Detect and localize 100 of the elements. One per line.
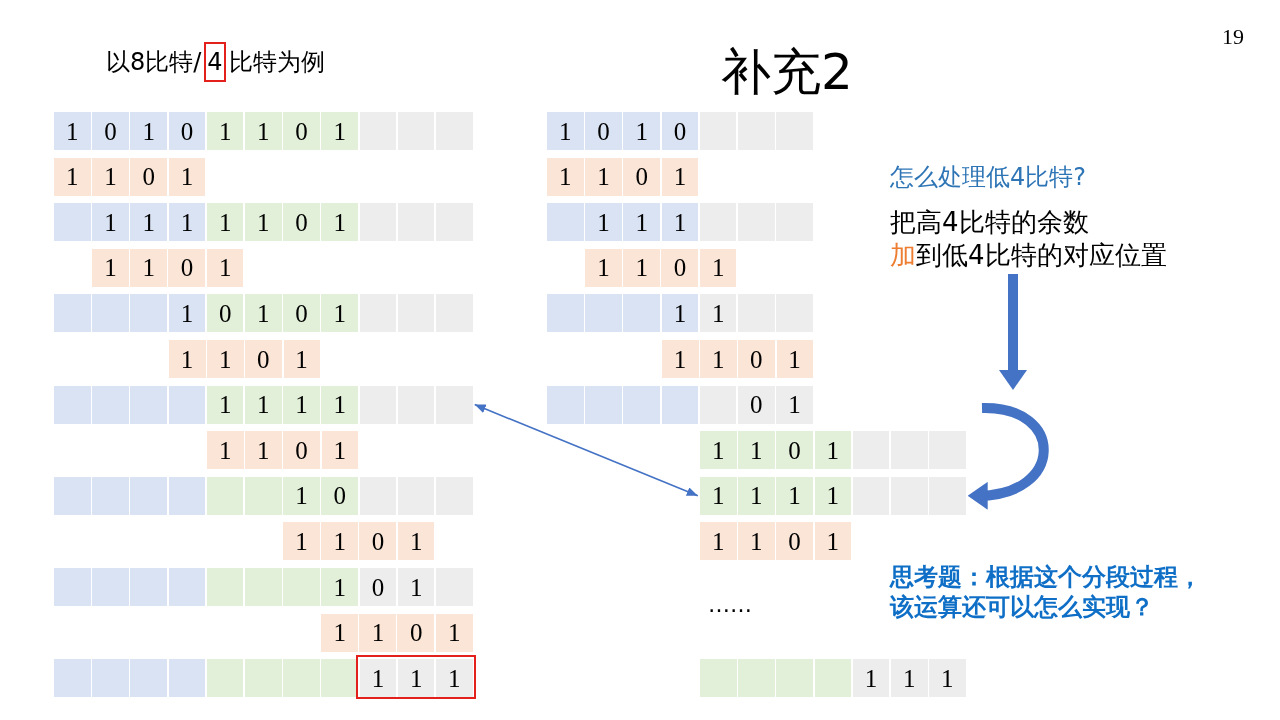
- bit-digit: 1: [295, 392, 308, 418]
- bit-digit: 1: [333, 118, 346, 144]
- bit-digit: 1: [180, 300, 194, 326]
- bit-digit: 1: [559, 164, 572, 190]
- bit-digit: 1: [218, 209, 232, 235]
- bit-row: [206, 431, 359, 470]
- question-text: 思考题：根据这个分段过程，该运算还可以怎么实现？: [890, 562, 1203, 622]
- bit-digit: 1: [864, 665, 878, 691]
- bit-digit: 1: [257, 209, 270, 235]
- bit-row: [321, 613, 473, 652]
- bit-digit: 1: [673, 164, 687, 190]
- bit-digit: 1: [902, 665, 916, 691]
- bit-digit: 0: [180, 118, 194, 144]
- bit-digit: 1: [711, 483, 725, 509]
- bit-digit: 1: [295, 483, 308, 509]
- bit-digit: 1: [409, 665, 423, 691]
- bit-row: [54, 476, 473, 515]
- bit-digit: 1: [333, 209, 346, 235]
- bit-digit: 1: [826, 483, 839, 509]
- bit-digit: 1: [66, 118, 79, 144]
- bit-row: [54, 294, 473, 333]
- bit-digit: 1: [180, 164, 194, 190]
- bit-digit: 0: [673, 255, 687, 281]
- bit-digit: 1: [711, 346, 725, 372]
- bit-digit: 0: [371, 574, 385, 600]
- note-text: 把高4比特的余数加到低4比特的对应位置: [890, 206, 1167, 272]
- bit-row: [54, 112, 473, 150]
- bit-digit: 1: [788, 392, 801, 418]
- bit-digit: 1: [333, 620, 346, 646]
- double-headed-arrow: [473, 403, 699, 497]
- bit-row: [661, 340, 813, 378]
- slide-title: 补充2: [721, 42, 853, 103]
- bit-digit: 0: [635, 164, 648, 190]
- bit-digit: 1: [750, 528, 763, 554]
- bit-digit: 1: [597, 255, 610, 281]
- bit-digit: 0: [788, 437, 801, 463]
- bit-digit: 1: [788, 483, 801, 509]
- bit-digit: 0: [295, 300, 308, 326]
- bit-digit: 1: [597, 164, 610, 190]
- bit-digit: 1: [371, 665, 385, 691]
- bit-row: [54, 568, 473, 606]
- bit-digit: 0: [750, 346, 763, 372]
- bit-row: [54, 157, 206, 196]
- bit-row: [547, 112, 813, 150]
- bit-digit: 1: [941, 665, 954, 691]
- bit-digit: 1: [750, 483, 763, 509]
- bit-row: [699, 522, 852, 561]
- bit-digit: 1: [788, 346, 801, 372]
- bit-digit: 0: [371, 528, 385, 554]
- bit-row: [585, 248, 737, 287]
- bit-digit: 1: [448, 665, 461, 691]
- bit-digit: 1: [180, 346, 194, 372]
- bit-row: [283, 522, 435, 561]
- bit-digit: 1: [104, 164, 117, 190]
- bit-digit: 1: [371, 620, 385, 646]
- bit-digit: 1: [333, 300, 346, 326]
- bit-digit: 0: [180, 255, 194, 281]
- bit-digit: 1: [142, 118, 155, 144]
- bit-digit: 1: [218, 346, 232, 372]
- bit-row: [699, 431, 966, 470]
- bit-digit: 1: [750, 437, 763, 463]
- bit-row: [54, 385, 473, 424]
- bit-digit: 1: [635, 255, 648, 281]
- down-arrow: [999, 274, 1027, 390]
- bit-digit: 1: [295, 346, 308, 372]
- bit-digit: 0: [409, 620, 423, 646]
- bit-digit: 1: [218, 255, 232, 281]
- curved-arrow: [967, 403, 1049, 509]
- bit-digit: 0: [104, 118, 117, 144]
- bit-digit: 0: [597, 118, 610, 144]
- bit-digit: 0: [333, 483, 346, 509]
- bit-digit: 1: [826, 528, 839, 554]
- bit-digit: 1: [295, 528, 308, 554]
- bit-digit: 1: [333, 392, 346, 418]
- bit-digit: 0: [788, 528, 801, 554]
- bit-row: [168, 340, 320, 378]
- bit-digit: 1: [673, 346, 687, 372]
- bit-digit: 1: [711, 300, 725, 326]
- bit-digit: 1: [218, 118, 232, 144]
- bit-digit: 0: [295, 209, 308, 235]
- question-text: 怎么处理低4比特?: [890, 162, 1086, 193]
- bit-digit: 0: [142, 164, 155, 190]
- slide-number: 19: [1222, 23, 1244, 51]
- bit-row: [92, 248, 244, 287]
- bit-digit: 1: [711, 255, 725, 281]
- bit-digit: 1: [711, 437, 725, 463]
- bit-digit: 1: [333, 574, 346, 600]
- bit-digit: 0: [750, 392, 763, 418]
- bit-digit: 1: [142, 209, 155, 235]
- bit-digit: 0: [673, 118, 687, 144]
- bit-digit: 1: [635, 118, 648, 144]
- bit-digit: 1: [635, 209, 648, 235]
- bit-row: [699, 659, 966, 698]
- ellipsis-text: ……: [708, 591, 752, 619]
- bit-digit: 1: [104, 255, 117, 281]
- bit-digit: 0: [295, 118, 308, 144]
- bit-row: [547, 294, 813, 333]
- bit-row: [54, 659, 473, 698]
- bit-digit: 1: [711, 528, 725, 554]
- bit-digit: 1: [104, 209, 117, 235]
